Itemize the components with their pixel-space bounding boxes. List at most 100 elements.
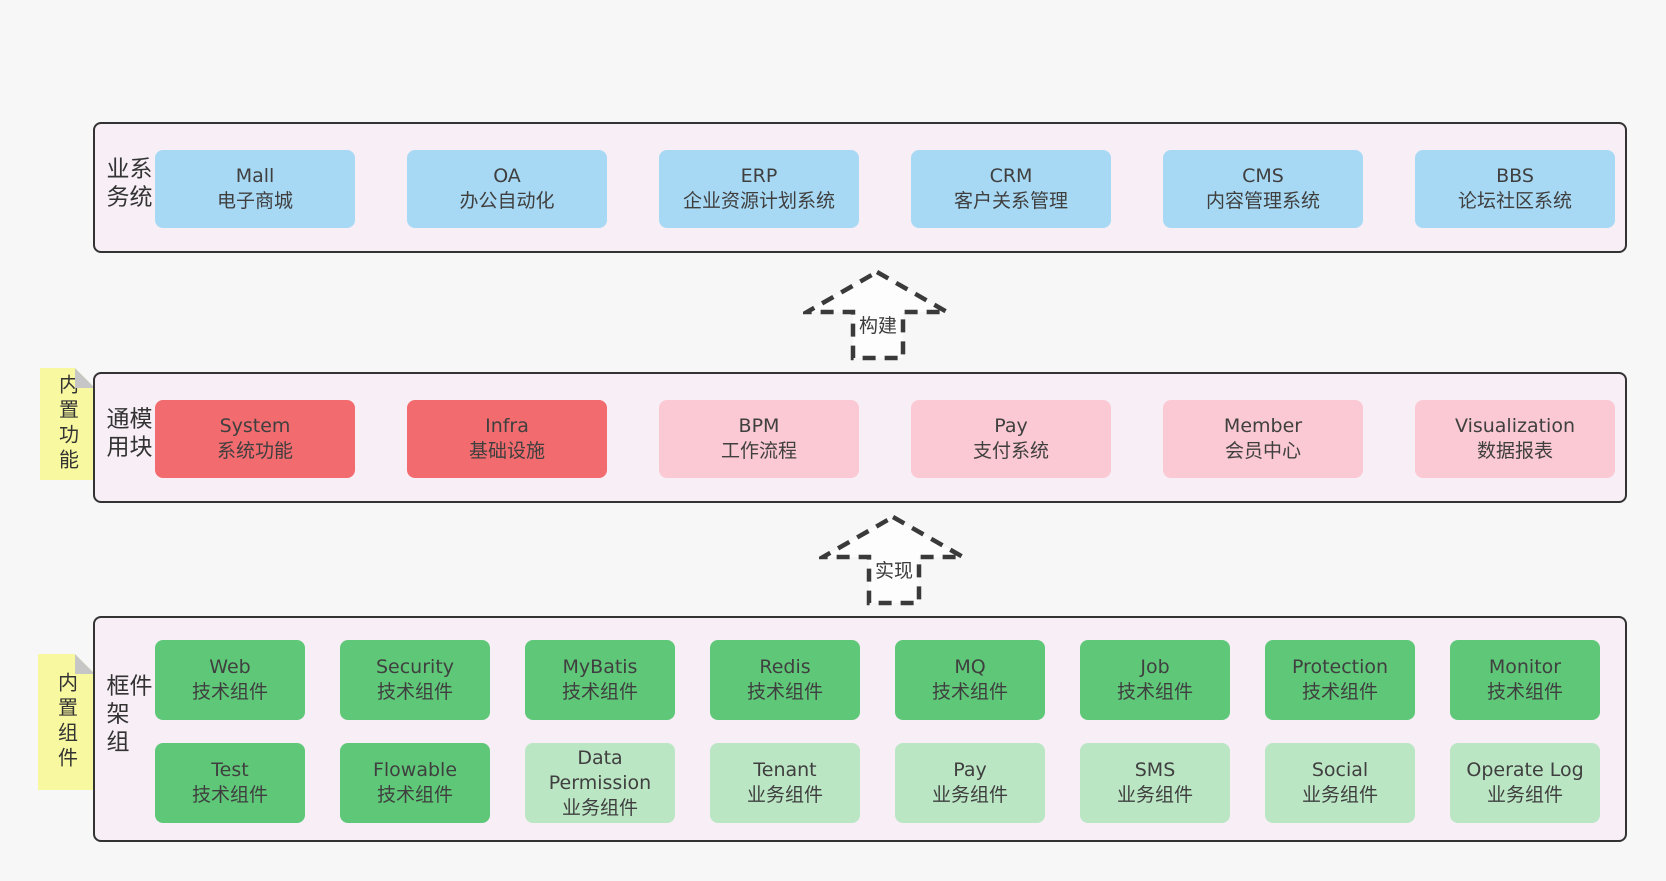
box-erp: ERP 企业资源计划系统 — [659, 150, 859, 228]
box-title: Visualization — [1454, 415, 1575, 437]
section-business-systems: 业务系统 Mall 电子商城 OA 办公自动化 ERP 企业资源计划系统 CRM… — [93, 122, 1627, 253]
box-subtitle: 基础设施 — [468, 440, 545, 462]
box-title: Social — [1311, 759, 1369, 781]
box-crm: CRM 客户关系管理 — [911, 150, 1111, 228]
box-security: Security 技术组件 — [340, 640, 490, 720]
box-title: Job — [1140, 656, 1170, 678]
box-title: Test — [211, 759, 249, 781]
box-subtitle: 会员中心 — [1224, 440, 1301, 462]
box-title: Web — [209, 656, 251, 678]
box-cms: CMS 内容管理系统 — [1163, 150, 1363, 228]
box-title: Redis — [759, 656, 811, 678]
box-subtitle: 业务组件 — [1116, 784, 1193, 806]
arrow-label-build: 构建 — [855, 311, 901, 338]
box-subtitle: 技术组件 — [561, 681, 638, 703]
box-subtitle: 客户关系管理 — [953, 190, 1068, 212]
box-pay: Pay 支付系统 — [911, 400, 1111, 478]
sticky-note-builtin-components: 内置组件 — [38, 654, 95, 790]
box-title: Operate Log — [1466, 759, 1584, 781]
box-subtitle: 支付系统 — [972, 440, 1049, 462]
box-visualization: Visualization 数据报表 — [1415, 400, 1615, 478]
box-title: Pay — [994, 415, 1028, 437]
box-title: MyBatis — [562, 656, 638, 678]
box-job: Job 技术组件 — [1080, 640, 1230, 720]
box-sms: SMS 业务组件 — [1080, 743, 1230, 823]
box-infra: Infra 基础设施 — [407, 400, 607, 478]
box-subtitle: 工作流程 — [720, 440, 797, 462]
folded-corner — [75, 368, 95, 388]
section-framework-components: 框架组件 Web 技术组件 Security 技术组件 MyBatis 技术组件… — [93, 616, 1627, 842]
box-title: OA — [493, 165, 521, 187]
box-subtitle: 业务组件 — [746, 784, 823, 806]
box-title: System — [219, 415, 291, 437]
folded-corner — [75, 654, 95, 674]
box-test: Test 技术组件 — [155, 743, 305, 823]
box-subtitle: 论坛社区系统 — [1457, 190, 1572, 212]
box-protection: Protection 技术组件 — [1265, 640, 1415, 720]
box-flowable: Flowable 技术组件 — [340, 743, 490, 823]
box-subtitle: 技术组件 — [376, 784, 453, 806]
box-monitor: Monitor 技术组件 — [1450, 640, 1600, 720]
box-subtitle: 系统功能 — [216, 440, 293, 462]
sticky-note-builtin-features: 内置功能 — [40, 368, 95, 480]
box-title: Security — [375, 656, 455, 678]
box-subtitle: 业务组件 — [1301, 784, 1378, 806]
section-common-modules: 通用模块 System 系统功能 Infra 基础设施 BPM 工作流程 Pay… — [93, 372, 1627, 503]
box-subtitle: 电子商城 — [216, 190, 293, 212]
box-subtitle: 业务组件 — [931, 784, 1008, 806]
box-subtitle: 技术组件 — [1116, 681, 1193, 703]
section-side-label: 框架组件 — [102, 673, 151, 758]
box-subtitle: 技术组件 — [1486, 681, 1563, 703]
box-subtitle: 技术组件 — [1301, 681, 1378, 703]
box-tenant: Tenant 业务组件 — [710, 743, 860, 823]
components-row-1: Web 技术组件 Security 技术组件 MyBatis 技术组件 Redi… — [155, 640, 1600, 720]
box-oa: OA 办公自动化 — [407, 150, 607, 228]
box-subtitle: 数据报表 — [1476, 440, 1553, 462]
box-title: Tenant — [753, 759, 817, 781]
box-title: CMS — [1242, 165, 1284, 187]
box-pay-business: Pay 业务组件 — [895, 743, 1045, 823]
box-title: SMS — [1134, 759, 1176, 781]
box-subtitle: 技术组件 — [191, 681, 268, 703]
box-subtitle: 技术组件 — [931, 681, 1008, 703]
box-title: Pay — [953, 759, 987, 781]
box-operate-log: Operate Log 业务组件 — [1450, 743, 1600, 823]
sticky-note-label: 内置组件 — [54, 672, 79, 772]
box-title: Infra — [485, 415, 529, 437]
box-mybatis: MyBatis 技术组件 — [525, 640, 675, 720]
box-redis: Redis 技术组件 — [710, 640, 860, 720]
section-side-label: 业务系统 — [102, 155, 151, 212]
section-side-label: 通用模块 — [102, 405, 151, 462]
box-mq: MQ 技术组件 — [895, 640, 1045, 720]
box-title: Member — [1223, 415, 1303, 437]
business-boxes-row: Mall 电子商城 OA 办公自动化 ERP 企业资源计划系统 CRM 客户关系… — [155, 150, 1615, 228]
box-subtitle: 业务组件 — [561, 796, 638, 819]
box-subtitle: 办公自动化 — [459, 190, 555, 212]
box-subtitle: 技术组件 — [191, 784, 268, 806]
box-title: Mall — [235, 165, 275, 187]
box-bpm: BPM 工作流程 — [659, 400, 859, 478]
box-subtitle: 技术组件 — [376, 681, 453, 703]
box-subtitle: 业务组件 — [1486, 784, 1563, 806]
box-title: Data Permission — [548, 746, 652, 794]
box-subtitle: 内容管理系统 — [1205, 190, 1320, 212]
box-title: Monitor — [1488, 656, 1562, 678]
box-system: System 系统功能 — [155, 400, 355, 478]
box-web: Web 技术组件 — [155, 640, 305, 720]
box-subtitle: 企业资源计划系统 — [682, 190, 835, 212]
box-mall: Mall 电子商城 — [155, 150, 355, 228]
box-title: Protection — [1291, 656, 1389, 678]
box-title: ERP — [740, 165, 778, 187]
box-data-permission: Data Permission 业务组件 — [525, 743, 675, 823]
sticky-note-label: 内置功能 — [55, 374, 80, 474]
box-title: MQ — [954, 656, 986, 678]
components-row-2: Test 技术组件 Flowable 技术组件 Data Permission … — [155, 743, 1600, 823]
box-subtitle: 技术组件 — [746, 681, 823, 703]
box-member: Member 会员中心 — [1163, 400, 1363, 478]
box-title: BPM — [738, 415, 780, 437]
box-title: Flowable — [372, 759, 458, 781]
box-title: CRM — [989, 165, 1033, 187]
box-bbs: BBS 论坛社区系统 — [1415, 150, 1615, 228]
box-social: Social 业务组件 — [1265, 743, 1415, 823]
